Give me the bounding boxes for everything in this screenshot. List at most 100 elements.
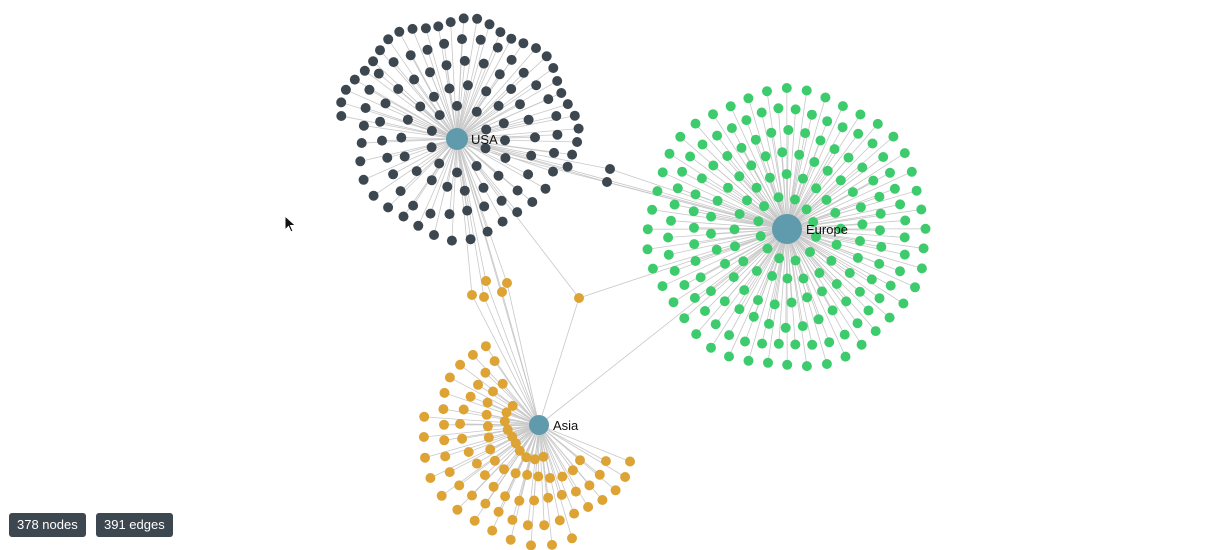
europe-node[interactable] [755,231,766,242]
usa-node[interactable] [459,185,470,196]
europe-node[interactable] [857,162,868,173]
usa-node[interactable] [452,167,462,178]
europe-node[interactable] [741,115,752,126]
usa-node[interactable] [336,97,347,108]
europe-node[interactable] [814,268,825,278]
usa-node[interactable] [358,174,369,185]
europe-node[interactable] [852,318,863,329]
usa-node[interactable] [425,208,436,219]
asia-node[interactable] [507,514,518,525]
asia-node[interactable] [600,456,611,467]
asia-node[interactable] [439,435,450,446]
europe-node[interactable] [876,241,887,252]
europe-node[interactable] [820,92,831,103]
usa-node[interactable] [429,230,439,240]
europe-node[interactable] [777,147,788,158]
bridge-node[interactable] [602,177,612,187]
europe-node[interactable] [830,207,841,218]
usa-node[interactable] [458,13,469,24]
usa-node[interactable] [382,152,393,163]
europe-node[interactable] [852,252,863,263]
asia-node[interactable] [467,490,477,501]
europe-node[interactable] [688,206,699,217]
europe-node[interactable] [730,241,740,252]
usa-node[interactable] [445,17,456,28]
usa-node[interactable] [480,143,491,154]
usa-node[interactable] [434,158,445,169]
usa-node[interactable] [500,153,511,163]
europe-node[interactable] [700,306,710,316]
usa-node[interactable] [471,106,482,117]
europe-node[interactable] [821,359,832,369]
europe-node[interactable] [847,187,858,198]
europe-node[interactable] [815,135,826,146]
europe-node[interactable] [679,313,690,324]
europe-node[interactable] [868,175,879,186]
europe-node[interactable] [898,298,909,309]
usa-node[interactable] [462,80,473,91]
asia-node[interactable] [500,491,511,502]
usa-node[interactable] [426,175,437,186]
europe-node[interactable] [647,263,658,274]
usa-node[interactable] [383,34,394,45]
usa-node[interactable] [515,99,525,110]
usa-node[interactable] [441,60,452,71]
europe-node[interactable] [855,202,866,213]
europe-node[interactable] [841,296,852,307]
usa-node[interactable] [512,207,523,218]
usa-node[interactable] [523,169,534,180]
europe-node[interactable] [750,134,761,145]
europe-node[interactable] [855,236,865,246]
usa-node[interactable] [548,63,559,73]
europe-node[interactable] [786,297,797,308]
asia-node[interactable] [481,409,492,420]
usa-node[interactable] [543,94,554,105]
europe-node[interactable] [872,118,883,129]
europe-node[interactable] [710,319,721,330]
hub-node-asia[interactable] [529,415,549,435]
europe-node[interactable] [724,351,734,362]
usa-node[interactable] [368,56,379,67]
usa-node[interactable] [475,34,486,45]
europe-node[interactable] [690,189,701,200]
usa-node[interactable] [408,200,419,211]
asia-node[interactable] [467,349,478,360]
europe-node[interactable] [751,266,762,276]
usa-node[interactable] [405,50,416,61]
europe-node[interactable] [780,322,791,333]
europe-node[interactable] [856,339,867,350]
europe-node[interactable] [798,273,809,284]
usa-node[interactable] [494,69,505,80]
europe-node[interactable] [790,339,801,350]
asia-node[interactable] [583,502,594,512]
europe-node[interactable] [885,280,896,291]
usa-node[interactable] [556,88,567,98]
usa-node[interactable] [531,80,542,91]
europe-node[interactable] [805,247,815,257]
usa-node[interactable] [484,19,495,30]
europe-node[interactable] [918,243,929,254]
usa-node[interactable] [472,13,483,24]
europe-node[interactable] [669,265,680,276]
asia-node[interactable] [522,469,533,480]
europe-node[interactable] [781,169,792,180]
europe-node[interactable] [743,93,754,104]
bridge-node[interactable] [502,278,512,288]
europe-node[interactable] [725,101,736,112]
europe-node[interactable] [756,107,767,118]
asia-node[interactable] [454,480,465,491]
europe-node[interactable] [875,225,885,236]
europe-node[interactable] [762,86,772,97]
europe-node[interactable] [807,339,818,350]
usa-node[interactable] [444,209,455,220]
usa-node[interactable] [426,125,437,136]
asia-node[interactable] [610,485,621,496]
europe-node[interactable] [679,280,690,290]
usa-node[interactable] [518,67,529,78]
europe-node[interactable] [734,304,745,315]
europe-node[interactable] [764,318,774,329]
europe-node[interactable] [899,148,910,159]
europe-node[interactable] [822,165,833,176]
usa-node[interactable] [459,55,470,66]
usa-node[interactable] [462,205,473,216]
